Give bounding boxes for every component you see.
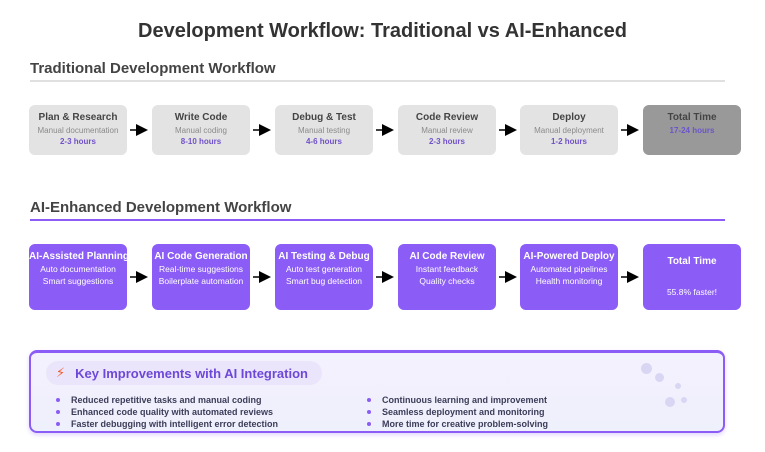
step-feature: Health monitoring xyxy=(535,276,603,286)
traditional-step-code: Write Code Manual coding 8-10 hours xyxy=(152,105,250,155)
step-time: 4-6 hours xyxy=(305,137,342,146)
bullet-icon xyxy=(367,422,371,426)
traditional-total: Total Time 17-24 hours xyxy=(643,105,741,155)
list-item: Seamless deployment and monitoring xyxy=(367,406,548,418)
step-subtitle: Manual deployment xyxy=(534,126,604,135)
step-feature: Smart bug detection xyxy=(285,276,363,286)
arrow-right-icon xyxy=(130,271,148,283)
list-item: More time for creative problem-solving xyxy=(367,418,548,430)
bullet-icon xyxy=(56,410,60,414)
step-subtitle: Manual coding xyxy=(174,126,228,135)
traditional-step-review: Code Review Manual review 2-3 hours xyxy=(398,105,496,155)
lightning-icon: ⚡︎ xyxy=(56,365,66,380)
arrow-right-icon xyxy=(499,271,517,283)
arrow-right-icon xyxy=(253,124,271,136)
arrow-right-icon xyxy=(621,271,639,283)
step-time: 2-3 hours xyxy=(59,137,96,146)
ai-divider xyxy=(30,219,725,221)
arrow-right-icon xyxy=(499,124,517,136)
traditional-heading: Traditional Development Workflow xyxy=(30,60,276,77)
step-title: AI Code Review xyxy=(409,251,485,262)
list-item: Enhanced code quality with automated rev… xyxy=(56,406,278,418)
ai-step-generation: AI Code Generation Real-time suggestions… xyxy=(152,244,250,310)
bullet-icon xyxy=(56,398,60,402)
key-improvements-panel: ⚡︎ Key Improvements with AI Integration … xyxy=(29,350,725,433)
step-time: 2-3 hours xyxy=(428,137,465,146)
decorative-dot xyxy=(675,383,681,389)
decorative-dot xyxy=(641,363,652,374)
total-title: Total Time xyxy=(667,256,717,267)
step-time: 8-10 hours xyxy=(180,137,222,146)
page-title: Development Workflow: Traditional vs AI-… xyxy=(138,20,627,42)
speedup-text: 55.8% faster! xyxy=(666,287,718,297)
traditional-step-debug: Debug & Test Manual testing 4-6 hours xyxy=(275,105,373,155)
arrow-right-icon xyxy=(376,271,394,283)
improvements-title: Key Improvements with AI Integration xyxy=(75,365,308,381)
step-title: Code Review xyxy=(415,112,479,123)
ai-step-testing: AI Testing & Debug Auto test generation … xyxy=(275,244,373,310)
ai-step-review: AI Code Review Instant feedback Quality … xyxy=(398,244,496,310)
item-text: Continuous learning and improvement xyxy=(382,395,548,405)
arrow-right-icon xyxy=(130,124,148,136)
step-subtitle: Manual review xyxy=(421,126,473,135)
bullet-icon xyxy=(56,422,60,426)
arrow-right-icon xyxy=(253,271,271,283)
decorative-dot xyxy=(665,397,675,407)
bullet-icon xyxy=(367,398,371,402)
ai-total: Total Time 55.8% faster! xyxy=(643,244,741,310)
step-title: AI Code Generation xyxy=(154,251,248,262)
item-text: Reduced repetitive tasks and manual codi… xyxy=(71,395,262,405)
step-feature: Boilerplate automation xyxy=(158,276,244,286)
step-title: AI Testing & Debug xyxy=(278,251,370,262)
step-time: 1-2 hours xyxy=(550,137,587,146)
total-time: 17-24 hours xyxy=(669,126,715,135)
bullet-icon xyxy=(367,410,371,414)
ai-step-deploy: AI-Powered Deploy Automated pipelines He… xyxy=(520,244,618,310)
traditional-step-deploy: Deploy Manual deployment 1-2 hours xyxy=(520,105,618,155)
list-item: Continuous learning and improvement xyxy=(367,394,548,406)
decorative-dot xyxy=(681,397,687,403)
step-feature: Real-time suggestions xyxy=(158,264,244,274)
traditional-flow: Plan & Research Manual documentation 2-3… xyxy=(29,105,742,155)
ai-flow: AI-Assisted Planning Auto documentation … xyxy=(29,244,742,310)
step-subtitle: Manual documentation xyxy=(37,126,119,135)
step-title: AI-Assisted Planning xyxy=(29,251,127,262)
item-text: Seamless deployment and monitoring xyxy=(382,407,545,417)
item-text: More time for creative problem-solving xyxy=(382,419,549,429)
step-subtitle: Manual testing xyxy=(297,126,351,135)
step-title: AI-Powered Deploy xyxy=(523,251,615,262)
step-title: Plan & Research xyxy=(38,112,118,123)
step-feature: Instant feedback xyxy=(415,264,479,274)
ai-heading: AI-Enhanced Development Workflow xyxy=(30,199,292,216)
step-feature: Smart suggestions xyxy=(42,276,114,286)
improvements-list-left: Reduced repetitive tasks and manual codi… xyxy=(56,394,278,430)
arrow-right-icon xyxy=(376,124,394,136)
improvements-list-right: Continuous learning and improvement Seam… xyxy=(367,394,548,430)
list-item: Faster debugging with intelligent error … xyxy=(56,418,278,430)
traditional-step-plan: Plan & Research Manual documentation 2-3… xyxy=(29,105,127,155)
step-title: Write Code xyxy=(174,112,228,123)
item-text: Enhanced code quality with automated rev… xyxy=(71,407,274,417)
decorative-dot xyxy=(655,373,664,382)
traditional-divider xyxy=(30,80,725,82)
step-feature: Auto test generation xyxy=(285,264,363,274)
improvements-header: ⚡︎ Key Improvements with AI Integration xyxy=(46,361,322,385)
step-title: Deploy xyxy=(552,112,586,123)
item-text: Faster debugging with intelligent error … xyxy=(71,419,279,429)
list-item: Reduced repetitive tasks and manual codi… xyxy=(56,394,278,406)
step-feature: Quality checks xyxy=(419,276,475,286)
step-title: Debug & Test xyxy=(292,112,356,123)
step-feature: Automated pipelines xyxy=(530,264,608,274)
ai-step-planning: AI-Assisted Planning Auto documentation … xyxy=(29,244,127,310)
arrow-right-icon xyxy=(621,124,639,136)
step-feature: Auto documentation xyxy=(40,264,116,274)
total-title: Total Time xyxy=(667,112,717,123)
